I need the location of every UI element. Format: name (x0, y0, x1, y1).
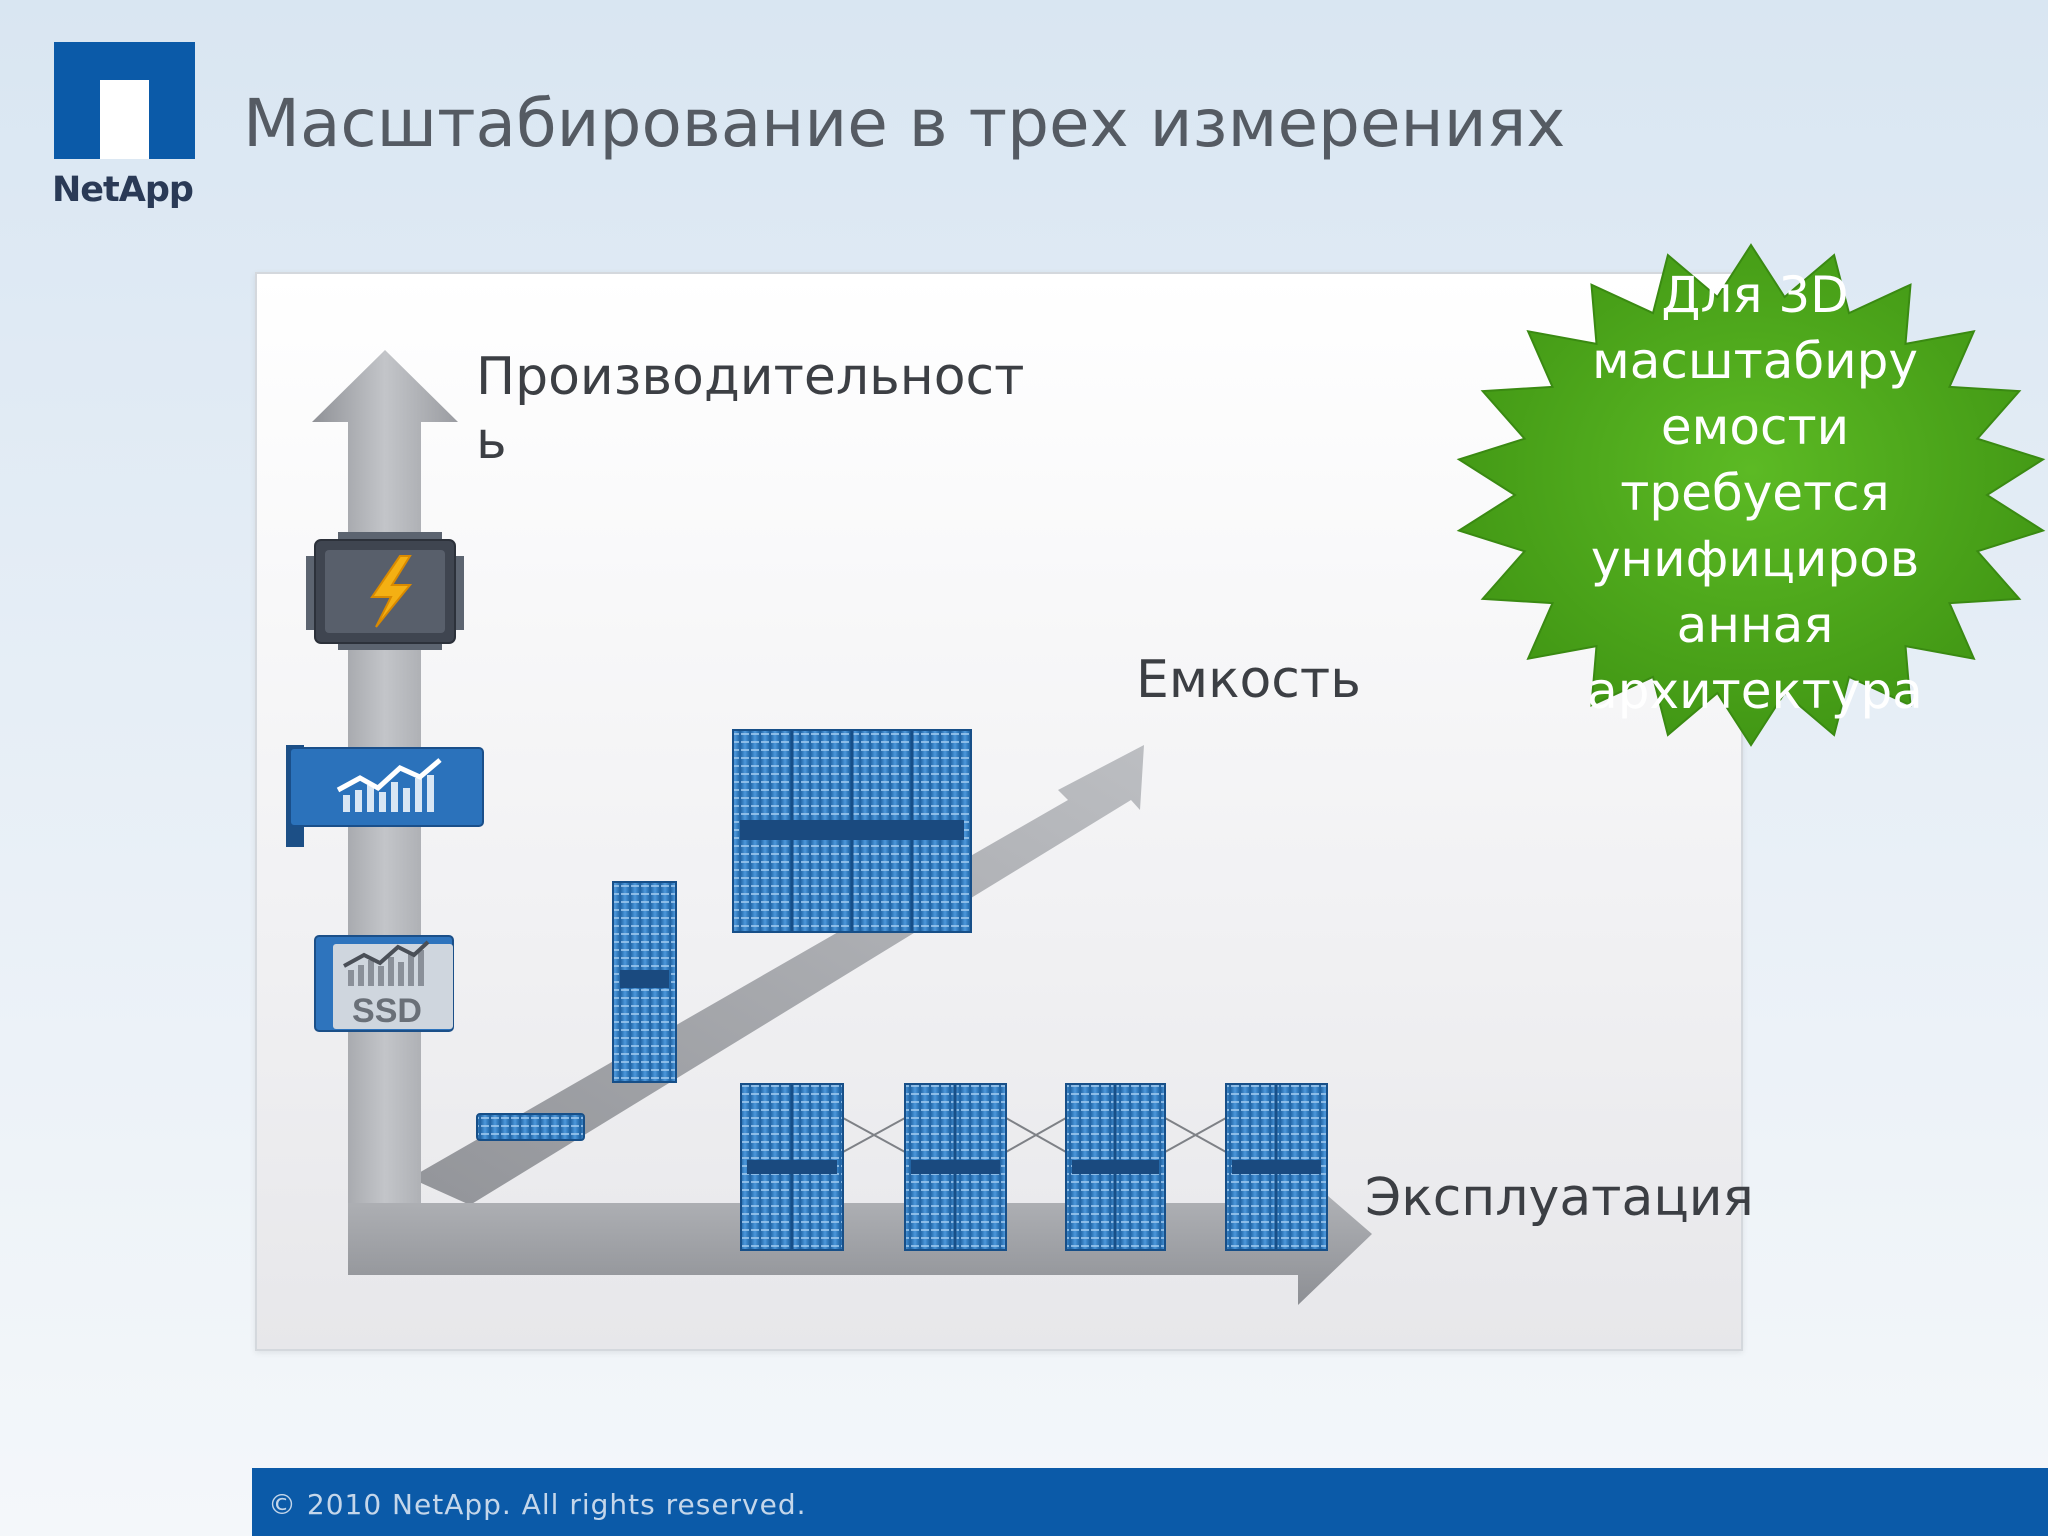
starburst-callout: Для 3D масштабиру емости требуется унифи… (1570, 262, 1940, 724)
callout-line-5: унифициров (1590, 530, 1920, 588)
storage-rack-single (612, 881, 677, 1083)
copyright-text: © 2010 NetApp. All rights reserved. (268, 1488, 807, 1521)
footer-bar (252, 1468, 2048, 1536)
netapp-logo-icon (54, 42, 195, 159)
callout-line-1: Для 3D (1661, 266, 1849, 324)
operations-label: Эксплуатация (1365, 1168, 1754, 1228)
storage-rack-ops-4 (1225, 1083, 1328, 1251)
ssd-icon: SSD (314, 935, 454, 1032)
interconnect-lines (842, 1117, 1227, 1153)
callout-line-4: требуется (1620, 464, 1890, 522)
operations-arrow (348, 1170, 1372, 1305)
storage-shelf-small (476, 1113, 585, 1141)
callout-line-2: масштабиру (1591, 332, 1919, 390)
performance-label-line1: Производительност (476, 347, 1025, 407)
performance-label: Производительност ь (476, 345, 1024, 473)
cpu-chip-icon (306, 532, 464, 650)
callout-line-7: архитектура (1587, 662, 1923, 720)
capacity-label: Емкость (1136, 650, 1361, 710)
storage-rack-ops-3 (1065, 1083, 1166, 1251)
slide-title: Масштабирование в трех измерениях (243, 85, 1566, 162)
flash-card-icon (286, 745, 484, 847)
capacity-arrow (410, 745, 1144, 1205)
ssd-label: SSD (352, 992, 422, 1030)
storage-rack-ops-1 (740, 1083, 844, 1251)
starburst-callout-shape (1456, 243, 2046, 747)
callout-line-3: емости (1660, 398, 1850, 456)
callout-line-6: анная (1676, 596, 1834, 654)
storage-rack-cluster (732, 729, 972, 933)
performance-label-line2: ь (476, 411, 507, 471)
logo-text: NetApp (52, 170, 194, 210)
storage-rack-ops-2 (904, 1083, 1007, 1251)
